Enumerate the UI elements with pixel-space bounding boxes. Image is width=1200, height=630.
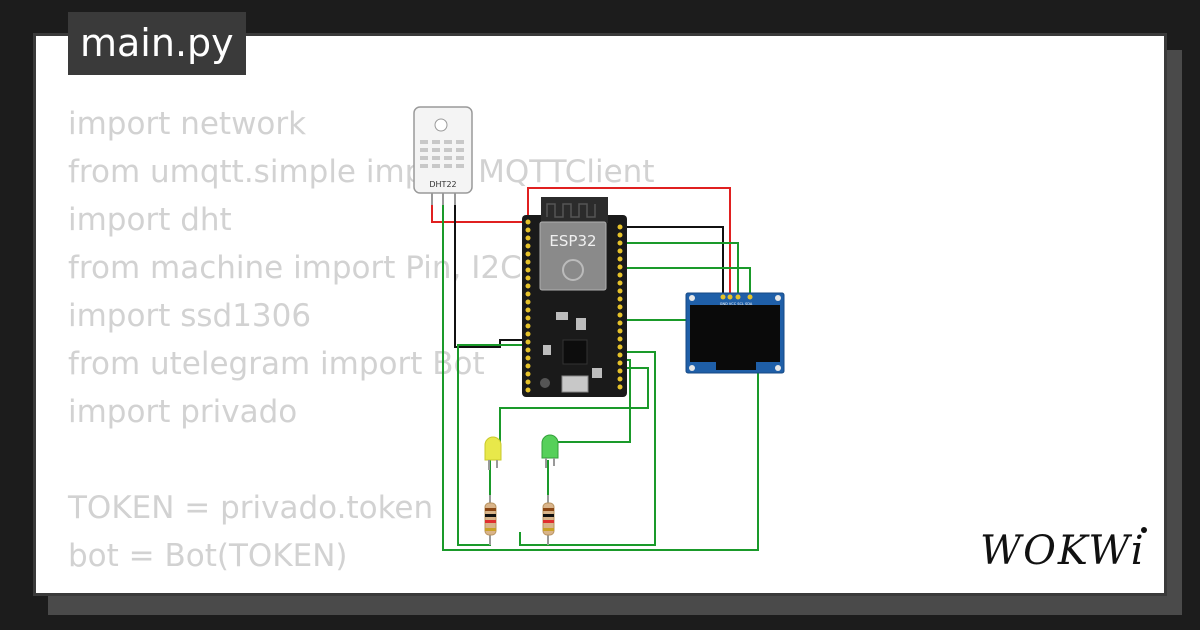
code-line: import privado (68, 394, 298, 430)
wire-green-led-green (519, 351, 656, 546)
led-green[interactable] (541, 434, 559, 468)
wire-green-oled-sda (620, 267, 751, 296)
code-line: bot = Bot(TOKEN) (68, 538, 348, 574)
wire-green-led1-k (499, 367, 649, 445)
code-preview: import network from umqtt.simple import … (68, 100, 654, 580)
resistor-1[interactable] (484, 495, 497, 545)
boot-button (540, 378, 550, 388)
dht22-label: DHT22 (429, 180, 456, 189)
led-yellow[interactable] (484, 436, 502, 470)
espressif-icon (562, 259, 584, 281)
pin-header-right (617, 224, 623, 390)
wire-red-dht-vcc (431, 195, 528, 223)
code-line: import dht (68, 202, 232, 238)
file-tab[interactable]: main.py (68, 12, 246, 75)
esp32-label: ESP32 (549, 232, 596, 250)
resistor-2[interactable] (542, 495, 555, 545)
usb-port-icon (561, 375, 589, 393)
pin-header-left (525, 219, 531, 393)
dht22-sensor[interactable]: DHT22 (413, 106, 473, 205)
wire-green-oled-scl (620, 242, 739, 296)
wire-black-oled-gnd (620, 226, 724, 296)
code-line: import ssd1306 (68, 298, 312, 334)
oled-pin-labels: GND VCC SCL SDA (720, 302, 753, 306)
wokwi-logo-text: WOKWi (980, 528, 1146, 574)
code-line: from machine import Pin, I2C (68, 250, 522, 286)
code-line: TOKEN = privado.token (68, 490, 434, 526)
esp32-board[interactable]: ESP32 (522, 197, 627, 397)
code-line: import network (68, 106, 307, 142)
wokwi-logo[interactable]: WOKWi (976, 522, 1151, 577)
code-line: from utelegram import Bot (68, 346, 485, 382)
code-line: from umqtt.simple import MQTTClient (68, 154, 655, 190)
oled-display[interactable]: GND VCC SCL SDA (685, 292, 785, 374)
wire-black-dht-gnd (454, 195, 528, 348)
